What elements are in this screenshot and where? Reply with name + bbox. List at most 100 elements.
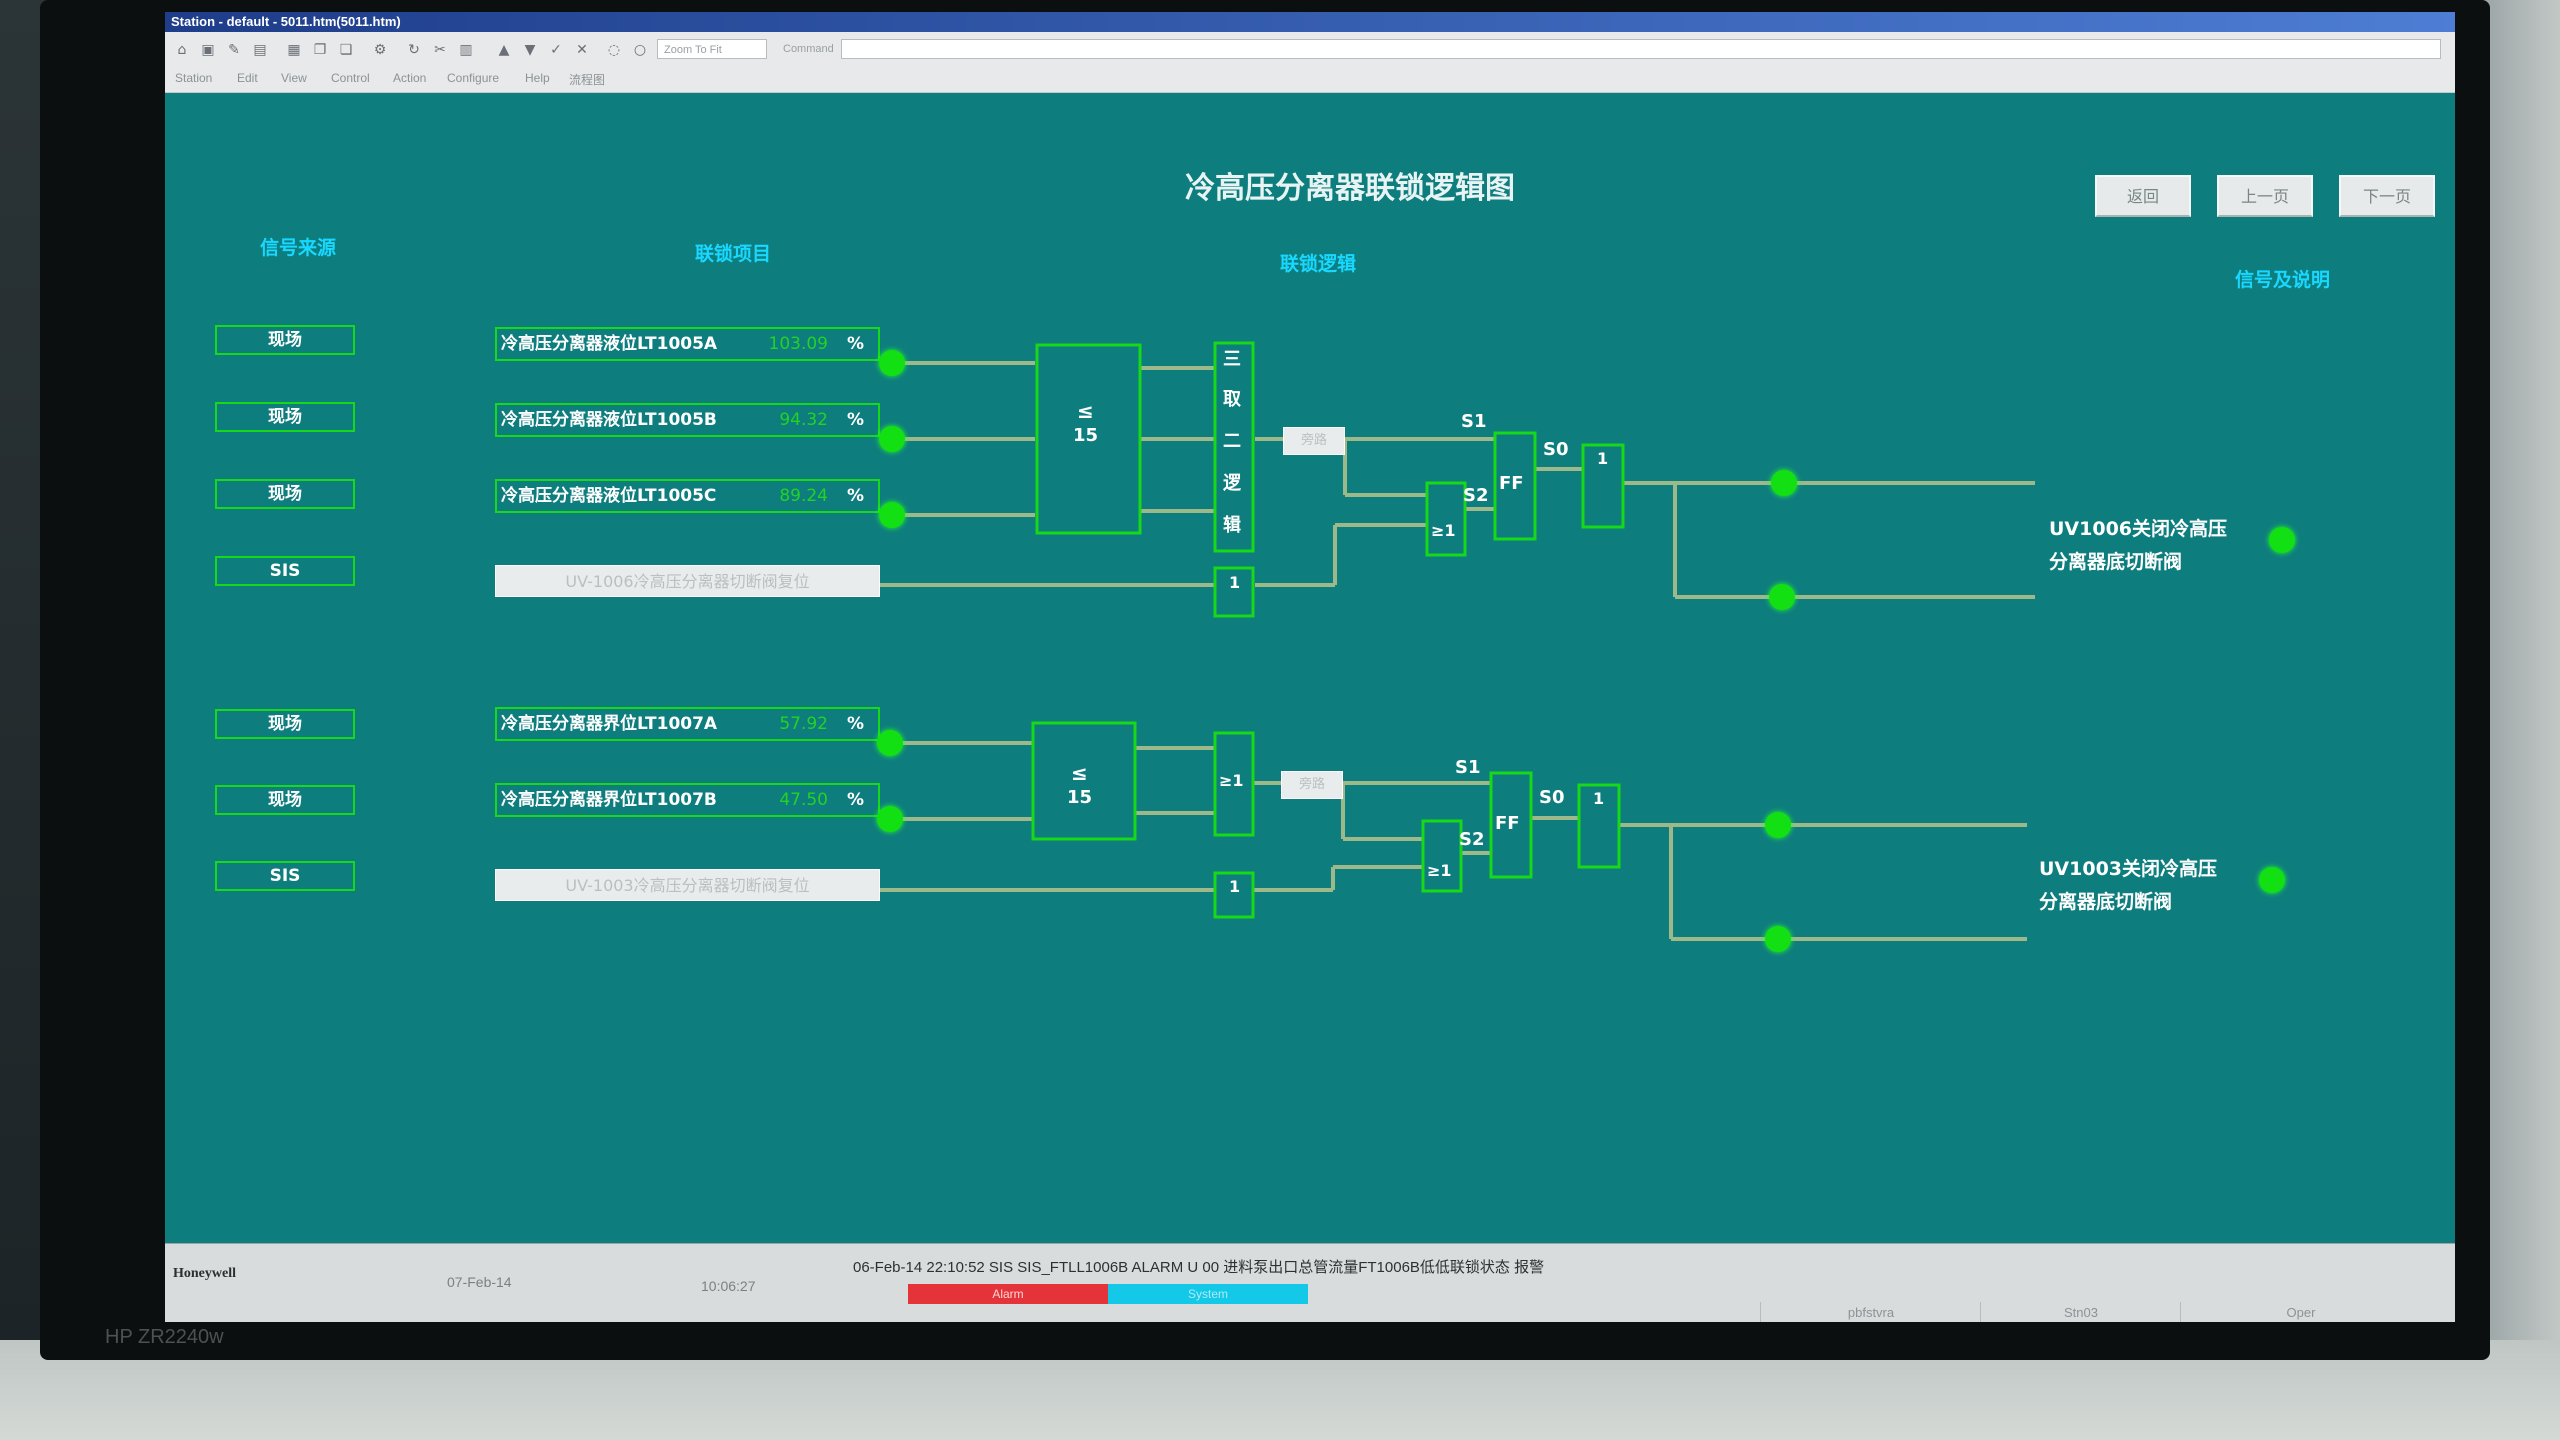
menu-view[interactable]: View — [281, 71, 307, 85]
refresh-icon[interactable]: ↻ — [408, 42, 420, 58]
arrow-up-icon[interactable]: ▲ — [498, 42, 510, 58]
two-of-three-char-4: 逻 — [1223, 473, 1241, 494]
status-indicator — [877, 730, 903, 756]
header-logic: 联锁逻辑 — [1280, 253, 1357, 275]
connector-lines — [880, 361, 2035, 941]
s0-label-2: S0 — [1539, 787, 1565, 808]
edit-icon[interactable]: ✎ — [228, 42, 240, 58]
s2-label-2: S2 — [1459, 829, 1485, 850]
status-indicator — [1769, 584, 1795, 610]
home-icon[interactable]: ⌂ — [177, 42, 187, 58]
columns-icon[interactable]: ▥ — [459, 42, 473, 58]
bypass-button-1[interactable]: 旁路 — [1283, 427, 1345, 455]
signal-name: 冷高压分离器液位LT1005A — [501, 334, 718, 354]
status-indicator — [879, 502, 905, 528]
status-indicator — [1765, 812, 1791, 838]
save-icon[interactable]: ▤ — [253, 42, 267, 58]
arrow-down-icon[interactable]: ▼ — [524, 42, 536, 58]
signal-lt1007b[interactable]: 冷高压分离器界位LT1007B 47.50 % — [495, 783, 880, 817]
signal-value: 47.50 — [779, 790, 828, 810]
two-of-three-char-2: 取 — [1223, 389, 1241, 410]
window-title: Station - default - 5011.htm(5011.htm) — [165, 12, 2455, 32]
lock-icon[interactable]: ▣ — [201, 42, 215, 58]
or-gate-in-2: ≥1 — [1219, 771, 1244, 790]
cut-icon[interactable]: ✂ — [434, 42, 446, 58]
header-source: 信号来源 — [260, 237, 337, 259]
s1-label-1: S1 — [1461, 411, 1487, 432]
signal-name: 冷高压分离器液位LT1005C — [501, 486, 717, 506]
two-of-three-char-3: 二 — [1223, 431, 1241, 452]
status-cell-station: Stn03 — [1980, 1302, 2181, 1322]
vote-block-2-bottom: 15 — [1067, 787, 1093, 808]
copy-icon[interactable]: ❐ — [313, 42, 327, 58]
settings-icon[interactable]: ⚙ — [373, 42, 387, 58]
check-icon[interactable]: ✓ — [550, 42, 562, 58]
status-indicator — [879, 426, 905, 452]
output-indicator-uv1006 — [2269, 527, 2295, 553]
schematic-display: 冷高压分离器联锁逻辑图 返回 上一页 下一页 信号来源 联锁项目 联锁逻辑 信号… — [165, 93, 2455, 1243]
reset-uv1006-button[interactable]: UV-1006冷高压分离器切断阀复位 — [495, 565, 880, 597]
status-indicator — [1765, 926, 1791, 952]
print-icon[interactable]: ▦ — [287, 42, 301, 58]
alarm-indicator[interactable]: Alarm — [908, 1284, 1108, 1304]
s0-label-1: S0 — [1543, 439, 1569, 460]
next-page-button[interactable]: 下一页 — [2339, 175, 2435, 217]
command-input[interactable] — [841, 39, 2441, 59]
reset-uv1003-button[interactable]: UV-1003冷高压分离器切断阀复位 — [495, 869, 880, 901]
or-gate-1: ≥1 — [1431, 521, 1456, 540]
status-indicator — [879, 350, 905, 376]
stop-icon[interactable]: ◌ — [607, 42, 621, 58]
menu-configure[interactable]: Configure — [447, 71, 500, 85]
paste-icon[interactable]: ❏ — [339, 42, 353, 58]
output-label-uv1003: UV1003关闭冷高压 分离器底切断阀 — [2039, 853, 2217, 919]
output-indicator-uv1003 — [2259, 867, 2285, 893]
output-line: 分离器底切断阀 — [2049, 551, 2183, 573]
output-line: UV1003关闭冷高压 — [2039, 858, 2218, 880]
source-sis-2: SIS — [215, 861, 355, 891]
ff-gate-2: FF — [1495, 813, 1520, 834]
menu-control[interactable]: Control — [331, 71, 370, 85]
menu-bar: Station Edit View Control Action Configu… — [165, 68, 2455, 93]
ff-gate-1: FF — [1499, 473, 1524, 494]
output-line: 分离器底切断阀 — [2039, 891, 2173, 913]
system-indicator[interactable]: System — [1108, 1284, 1308, 1304]
menu-edit[interactable]: Edit — [237, 71, 258, 85]
source-field-2: 现场 — [215, 402, 355, 432]
vote-block-1-top: ≤ — [1077, 399, 1094, 423]
signal-lt1005a[interactable]: 冷高压分离器液位LT1005A 103.09 % — [495, 327, 880, 361]
or-gate-2: ≥1 — [1427, 861, 1452, 880]
header-output: 信号及说明 — [2235, 269, 2331, 291]
prev-page-button[interactable]: 上一页 — [2217, 175, 2313, 217]
signal-unit: % — [846, 486, 864, 506]
menu-help[interactable]: Help — [525, 71, 550, 85]
cancel-icon[interactable]: ✕ — [576, 42, 588, 58]
signal-value: 94.32 — [779, 410, 828, 430]
signal-name: 冷高压分离器界位LT1007B — [501, 790, 717, 810]
signal-value: 103.09 — [768, 334, 828, 354]
menu-action[interactable]: Action — [393, 71, 427, 85]
signal-unit: % — [846, 410, 864, 430]
signal-value: 57.92 — [779, 714, 828, 734]
signal-lt1007a[interactable]: 冷高压分离器界位LT1007A 57.92 % — [495, 707, 880, 741]
status-indicator — [877, 806, 903, 832]
header-item: 联锁项目 — [695, 243, 772, 265]
latest-alarm-message[interactable]: 06-Feb-14 22:10:52 SIS SIS_FTLL1006B ALA… — [853, 1259, 1545, 1276]
back-button[interactable]: 返回 — [2095, 175, 2191, 217]
signal-lt1005c[interactable]: 冷高压分离器液位LT1005C 89.24 % — [495, 479, 880, 513]
menu-station[interactable]: Station — [175, 71, 213, 85]
status-bar: Honeywell 07-Feb-14 10:06:27 06-Feb-14 2… — [165, 1243, 2455, 1322]
not-gate-2: 1 — [1593, 789, 1605, 808]
search-icon[interactable]: ○ — [633, 42, 647, 58]
status-time: 10:06:27 — [701, 1278, 756, 1294]
signal-lt1005b[interactable]: 冷高压分离器液位LT1005B 94.32 % — [495, 403, 880, 437]
reset-not-gate-2: 1 — [1229, 877, 1241, 896]
menu-schematic[interactable]: 流程图 — [569, 73, 606, 87]
zoom-select[interactable]: Zoom To Fit — [657, 39, 767, 59]
source-field-4: 现场 — [215, 709, 355, 739]
status-cell-server: pbfstvra — [1760, 1302, 1981, 1322]
status-indicator — [1771, 470, 1797, 496]
monitor-bezel: Station - default - 5011.htm(5011.htm) ⌂… — [40, 0, 2490, 1360]
bypass-button-2[interactable]: 旁路 — [1281, 771, 1343, 799]
signal-value: 89.24 — [779, 486, 828, 506]
